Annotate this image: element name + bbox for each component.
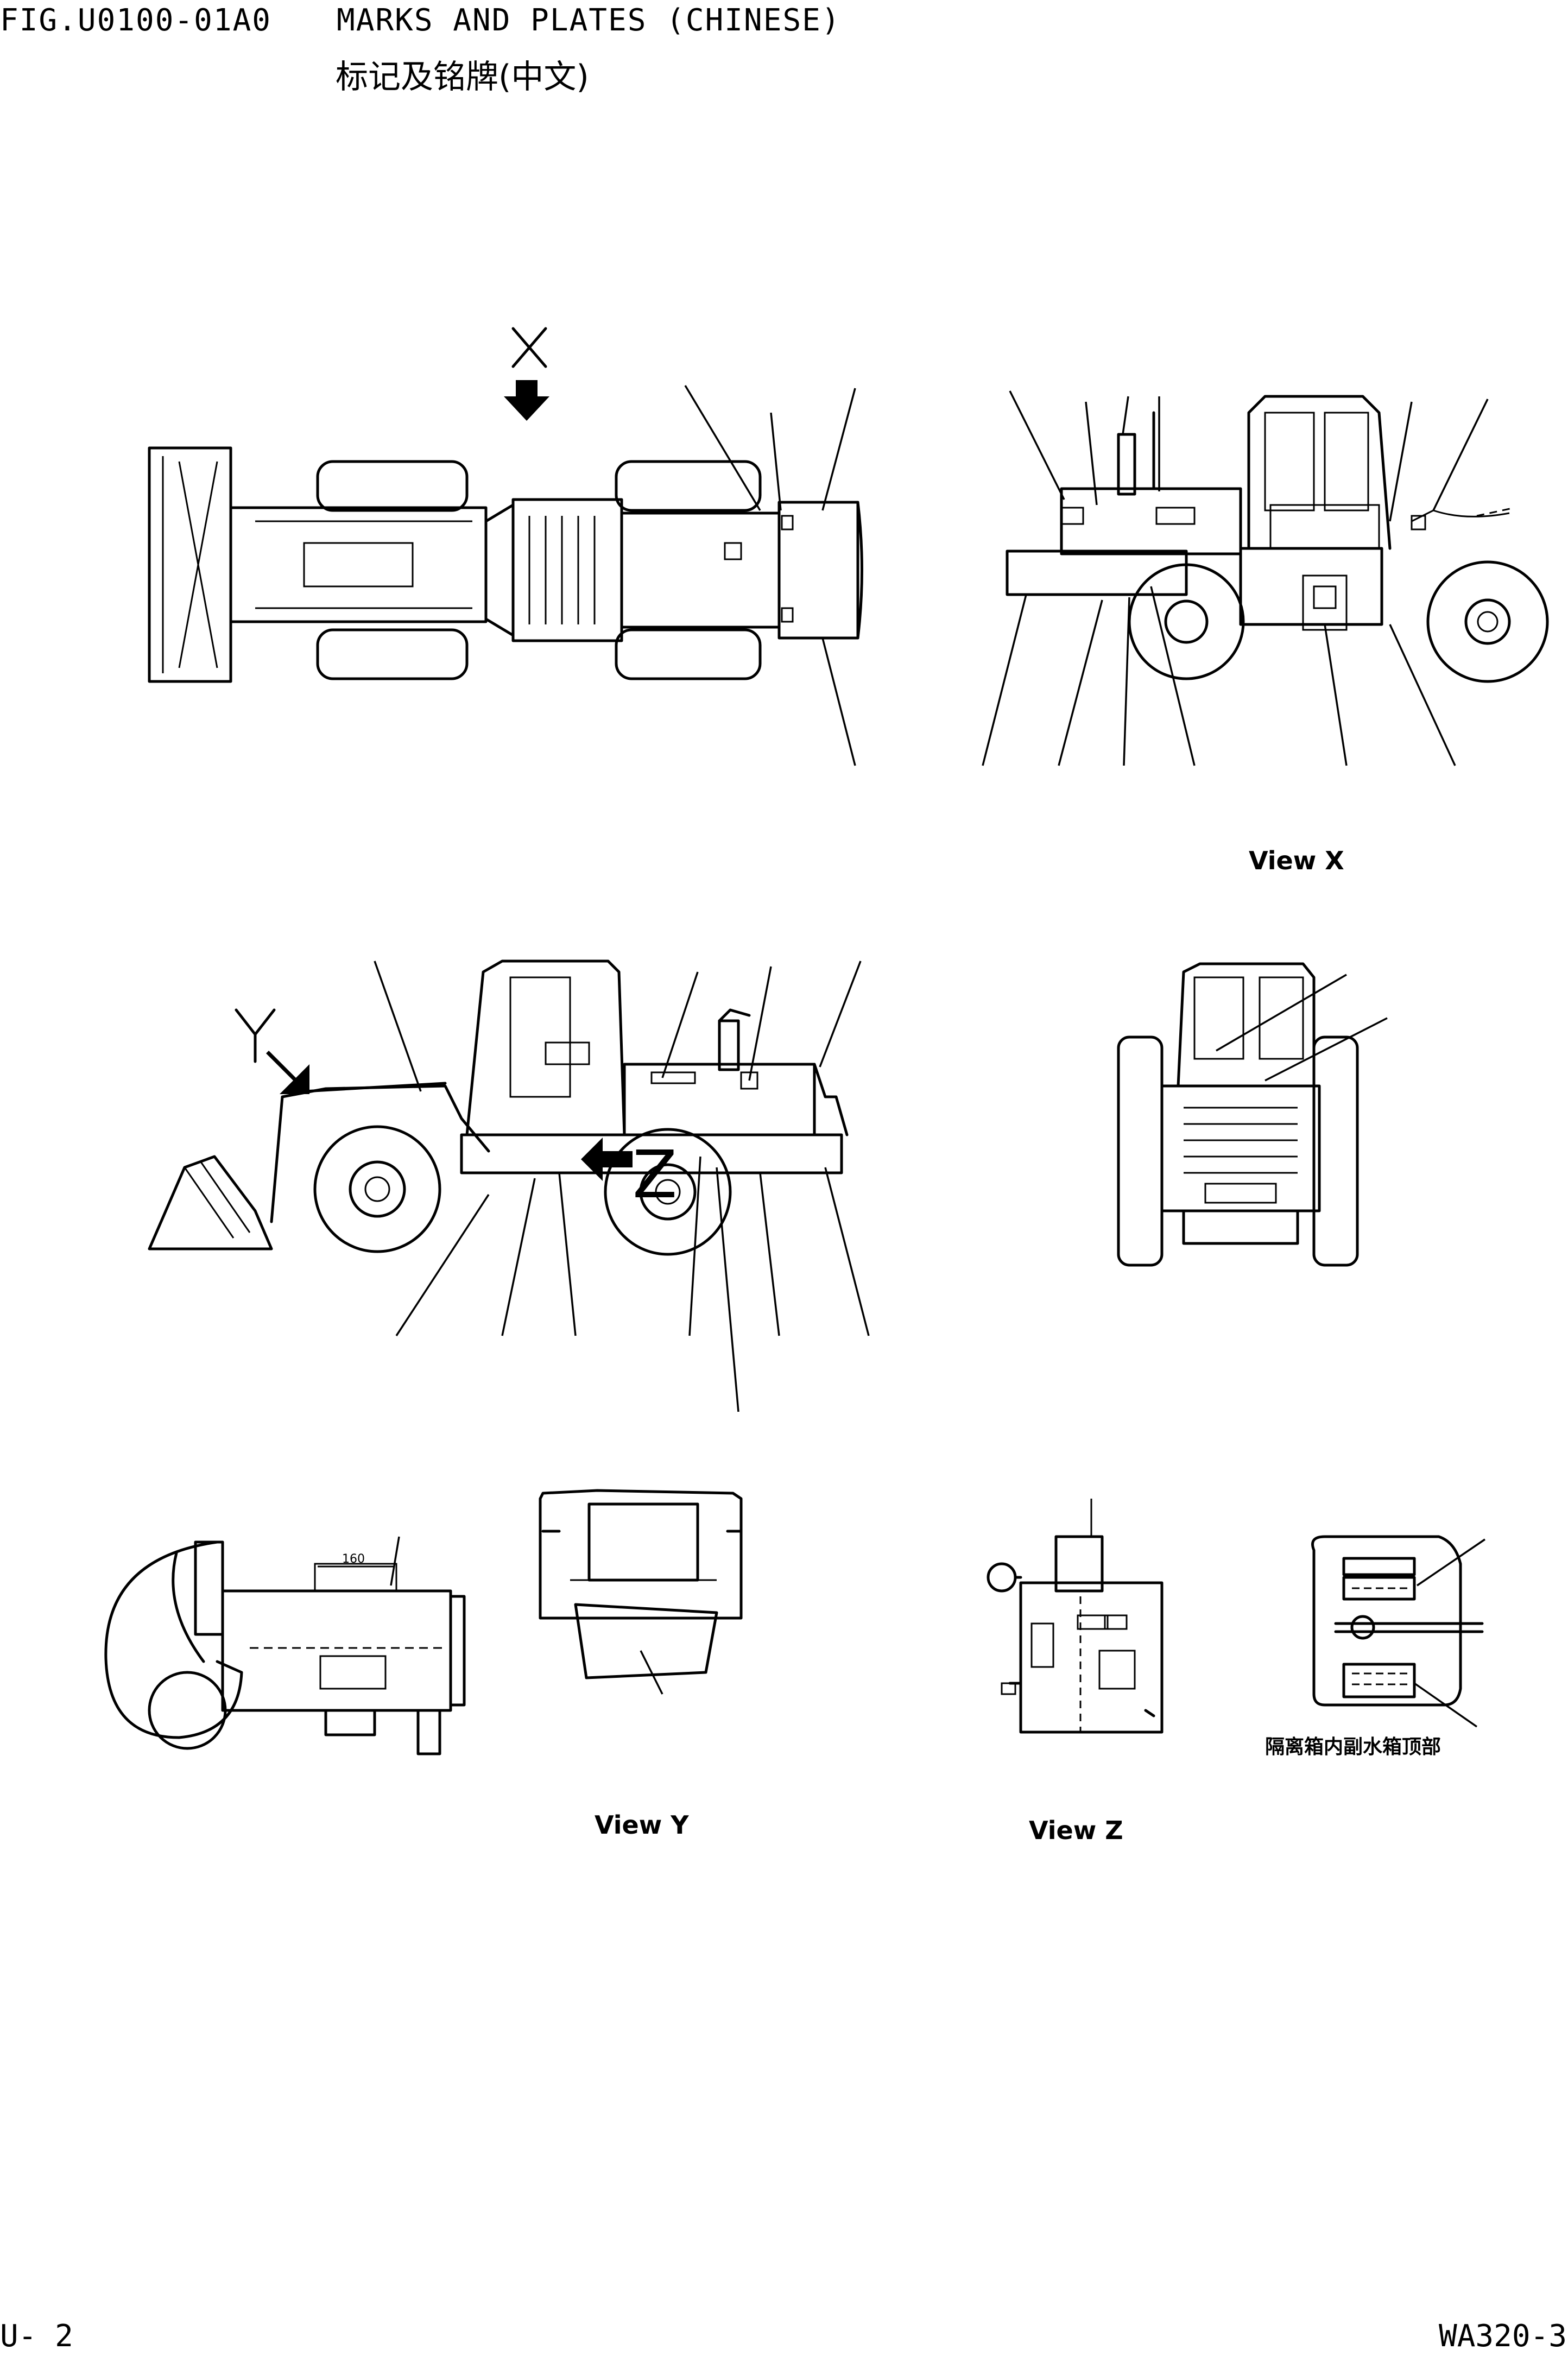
- dimension-label: 160: [342, 1552, 365, 1566]
- top-view-drawing: [148, 327, 863, 766]
- engine-hood-side: [623, 1063, 816, 1136]
- front-wheel-side: [313, 1125, 441, 1253]
- front-wheel-left: [316, 460, 469, 512]
- rear-wheel-right: [615, 628, 762, 680]
- sub-tank-outline: [1311, 1535, 1462, 1707]
- view-y-label: View Y: [595, 1810, 689, 1840]
- model-number: WA320-3: [1439, 2319, 1567, 2354]
- counterweight-plan: [777, 501, 859, 640]
- page-number: U- 2: [0, 2319, 73, 2354]
- engine-hood-plan: [620, 511, 781, 629]
- page-title-chinese: 标记及铭牌(中文): [336, 58, 589, 96]
- cab-rear: [1177, 962, 1316, 1088]
- x-arrow-icon: [504, 380, 549, 421]
- x-mark-stroke-2: [511, 327, 547, 368]
- view-y-right-drawing: [539, 1489, 743, 1695]
- side-view-drawing: Z: [148, 959, 870, 1412]
- view-z-drawing: [987, 1499, 1164, 1734]
- sub-tank-note: 隔离箱内副水箱顶部: [1265, 1736, 1441, 1758]
- rear-wheel-side: [604, 1128, 732, 1256]
- rear-wheel-right-back: [1312, 1035, 1359, 1267]
- rear-wheel-left: [615, 460, 762, 512]
- view-x-drawing: [982, 390, 1549, 766]
- page-title: MARKS AND PLATES (CHINESE): [337, 3, 841, 38]
- z-arrow-icon: [581, 1138, 633, 1181]
- y-arrow-icon: [266, 1051, 309, 1094]
- front-wheel-right: [316, 628, 469, 680]
- air-cleaner-body: [221, 1589, 452, 1712]
- bucket-side: [148, 1155, 273, 1250]
- view-z-label: View Z: [1029, 1816, 1123, 1845]
- rear-view-drawing: [1117, 962, 1388, 1267]
- figure-id: FIG.U0100-01A0: [0, 3, 272, 38]
- view-y-left-drawing: 160: [104, 1536, 466, 1755]
- rear-wheel-left-back: [1117, 1035, 1164, 1267]
- z-letter: Z: [633, 1138, 677, 1213]
- bucket-plan: [148, 446, 232, 683]
- view-x-label: View X: [1249, 846, 1344, 875]
- sub-tank-panel-drawing: [1311, 1535, 1485, 1728]
